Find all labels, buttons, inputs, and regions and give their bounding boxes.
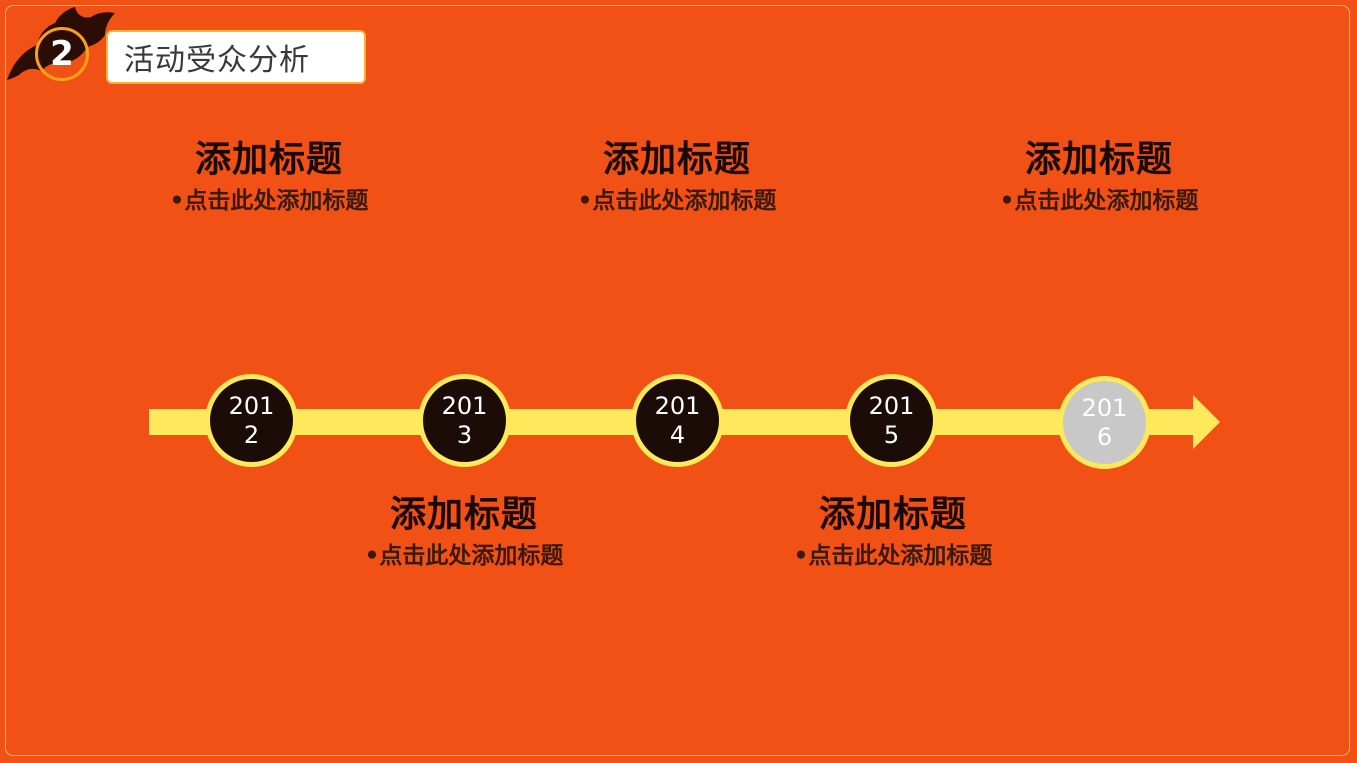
node-year-line2: 4 xyxy=(669,420,686,449)
timeline-item-bottom-2[interactable]: 添加标题 •点击此处添加标题 xyxy=(743,493,1043,571)
timeline-node-2013[interactable]: 201 3 xyxy=(418,374,511,467)
timeline-item-top-3[interactable]: 添加标题 •点击此处添加标题 xyxy=(949,138,1249,216)
timeline-item-bottom-1[interactable]: 添加标题 •点击此处添加标题 xyxy=(314,493,614,571)
node-year-line1: 201 xyxy=(441,391,488,420)
item-subtitle: •点击此处添加标题 xyxy=(999,188,1199,214)
node-year-line2: 5 xyxy=(883,420,900,449)
item-subtitle: •点击此处添加标题 xyxy=(169,188,369,214)
item-title: 添加标题 xyxy=(1024,139,1173,180)
timeline-node-2012[interactable]: 201 2 xyxy=(205,374,298,467)
item-subtitle: •点击此处添加标题 xyxy=(793,543,993,569)
node-year-line1: 201 xyxy=(868,391,915,420)
slide-frame xyxy=(5,5,1350,756)
timeline-item-top-1[interactable]: 添加标题 •点击此处添加标题 xyxy=(119,138,419,216)
item-title: 添加标题 xyxy=(389,494,538,535)
item-subtitle: •点击此处添加标题 xyxy=(364,543,564,569)
section-number-badge: 2 xyxy=(35,27,89,81)
item-title: 添加标题 xyxy=(818,494,967,535)
node-year-line1: 201 xyxy=(228,391,275,420)
item-subtitle: •点击此处添加标题 xyxy=(577,188,777,214)
node-year-line2: 2 xyxy=(243,420,260,449)
timeline-item-top-2[interactable]: 添加标题 •点击此处添加标题 xyxy=(527,138,827,216)
item-title: 添加标题 xyxy=(194,139,343,180)
node-year-line2: 6 xyxy=(1096,422,1113,451)
timeline-node-2016[interactable]: 201 6 xyxy=(1058,376,1151,469)
timeline-node-2014[interactable]: 201 4 xyxy=(631,374,724,467)
timeline-arrow-icon xyxy=(1193,395,1220,449)
node-year-line1: 201 xyxy=(1081,393,1128,422)
timeline-node-2015[interactable]: 201 5 xyxy=(845,374,938,467)
node-year-line1: 201 xyxy=(654,391,701,420)
node-year-line2: 3 xyxy=(456,420,473,449)
item-title: 添加标题 xyxy=(602,139,751,180)
page-title: 活动受众分析 xyxy=(106,30,366,84)
